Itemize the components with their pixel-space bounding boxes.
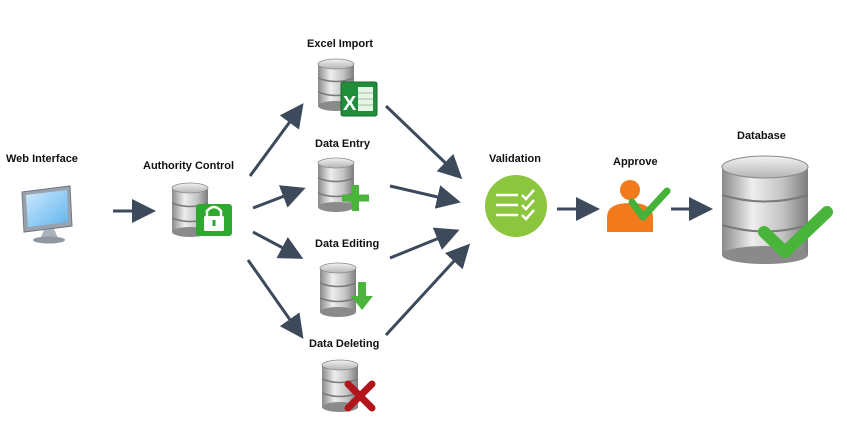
database-check-icon: [721, 155, 833, 264]
label-data-entry: Data Entry: [315, 138, 371, 150]
label-database: Database: [737, 130, 786, 142]
arrow-editing-to-validation: [389, 227, 460, 260]
arrow-authority-to-deleting: [246, 259, 304, 339]
label-data-deleting: Data Deleting: [309, 338, 380, 350]
label-authority-control: Authority Control: [143, 160, 235, 172]
database-download-icon: [319, 262, 373, 317]
label-excel-import: Excel Import: [307, 38, 374, 50]
svg-text:X: X: [343, 93, 357, 115]
user-check-icon: [607, 180, 671, 232]
label-validation: Validation: [489, 153, 541, 165]
database-lock-icon: [171, 182, 232, 237]
database-delete-icon: [321, 359, 376, 412]
database-plus-icon: [317, 157, 369, 212]
arrow-authority-to-entry: [252, 185, 306, 210]
label-approve: Approve: [613, 156, 658, 168]
arrow-entry-to-validation: [389, 184, 461, 209]
computer-monitor-icon: [21, 185, 73, 244]
label-data-editing: Data Editing: [315, 238, 380, 250]
checklist-icon: [485, 175, 547, 237]
arrow-deleting-to-validation: [384, 243, 471, 337]
arrow-excel-to-validation: [384, 104, 463, 180]
database-excel-icon: X: [317, 58, 378, 117]
arrow-authority-to-editing: [252, 230, 304, 259]
label-web-interface: Web Interface: [6, 153, 78, 165]
arrow-authority-to-excel: [248, 103, 304, 177]
arrows: [113, 103, 713, 339]
